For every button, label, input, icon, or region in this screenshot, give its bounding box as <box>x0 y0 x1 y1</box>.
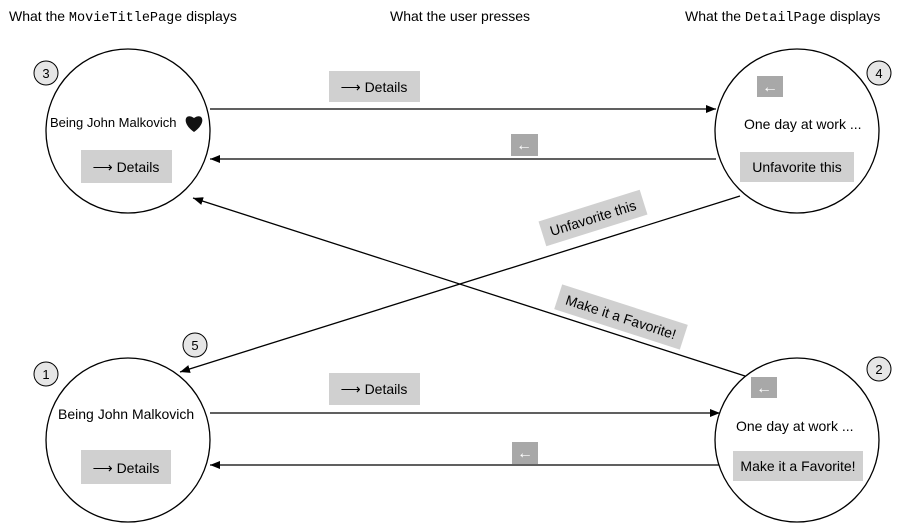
state-4-text: One day at work ... <box>744 116 862 132</box>
badge-2: 2 <box>866 356 892 382</box>
svg-text:←: ← <box>517 445 533 462</box>
badge-3: 3 <box>33 60 59 86</box>
edge-label-unfavorite: Unfavorite this <box>538 189 648 247</box>
svg-text:⟶ Details: ⟶ Details <box>341 381 408 397</box>
edge-label-back-bottom: ← <box>512 442 538 464</box>
svg-text:⟶ Details: ⟶ Details <box>93 159 160 175</box>
left-arrow-icon: ← <box>756 380 772 397</box>
svg-text:4: 4 <box>875 66 882 81</box>
svg-text:←: ← <box>516 137 532 154</box>
svg-text:2: 2 <box>875 362 882 377</box>
badge-4: 4 <box>866 60 892 86</box>
header-center: What the user presses <box>390 8 531 24</box>
state-2-favorite-button[interactable]: Make it a Favorite! <box>733 451 863 481</box>
edge-label-details-top: ⟶ Details <box>329 71 420 102</box>
badge-1: 1 <box>33 361 59 387</box>
left-arrow-icon: ← <box>762 79 778 96</box>
state-1-circle <box>45 357 211 523</box>
state-2-back-button[interactable]: ← <box>751 377 777 398</box>
svg-text:3: 3 <box>42 66 49 81</box>
edge-label-details-bottom: ⟶ Details <box>329 373 420 405</box>
state-2-circle <box>714 357 880 523</box>
state-1-details-button[interactable]: ⟶ Details <box>81 450 171 484</box>
arrow-2-to-3 <box>192 197 746 377</box>
state-4-unfavorite-button[interactable]: Unfavorite this <box>740 152 854 182</box>
svg-text:Make it a Favorite!: Make it a Favorite! <box>740 458 855 474</box>
state-3-title: Being John Malkovich <box>50 115 176 130</box>
state-1-title: Being John Malkovich <box>58 406 194 422</box>
header-right: What the DetailPage displays <box>685 8 881 26</box>
svg-text:⟶ Details: ⟶ Details <box>93 460 160 476</box>
header-left: What the MovieTitlePage displays <box>9 8 237 26</box>
edge-label-make-favorite: Make it a Favorite! <box>554 284 688 350</box>
state-2-text: One day at work ... <box>736 418 854 434</box>
state-3-circle <box>45 48 211 214</box>
badge-5: 5 <box>182 332 208 358</box>
svg-text:Unfavorite this: Unfavorite this <box>752 159 841 175</box>
svg-text:1: 1 <box>42 367 49 382</box>
heart-icon <box>185 116 203 132</box>
edge-label-back-top: ← <box>511 134 538 156</box>
state-3-details-button[interactable]: ⟶ Details <box>81 150 172 183</box>
svg-text:⟶ Details: ⟶ Details <box>341 79 408 95</box>
state-4-back-button[interactable]: ← <box>757 76 783 97</box>
svg-text:5: 5 <box>191 338 198 353</box>
